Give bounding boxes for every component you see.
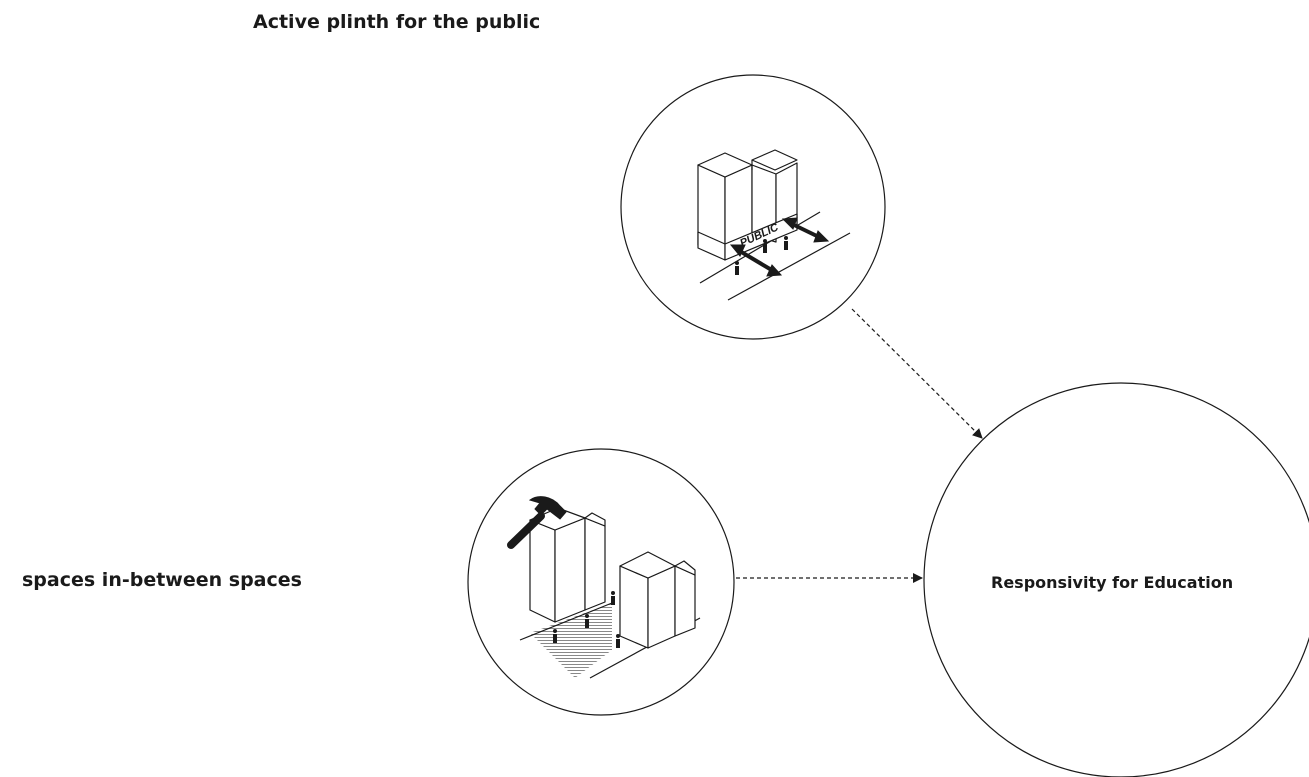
person-icon (553, 629, 557, 643)
building-annex-top (584, 512, 606, 527)
hammer-icon (507, 496, 567, 549)
education-circle (923, 382, 1309, 777)
street-line (727, 232, 851, 301)
person-icon (611, 591, 615, 605)
building-mid-top (751, 149, 798, 171)
person-icon (784, 236, 788, 250)
building-tower-front (529, 519, 556, 623)
street-line (519, 602, 613, 641)
double-arrow-icon (729, 244, 783, 277)
building-block-front (619, 565, 649, 649)
person-icon (585, 614, 589, 628)
building-annex-top (674, 560, 696, 576)
building-mid-front (751, 164, 777, 243)
street-line (699, 211, 821, 284)
person-icon (763, 239, 767, 253)
building-annex-side (674, 565, 696, 637)
education-label: Responsivity for Education (991, 573, 1234, 592)
active-plinth-label: Active plinth for the public (253, 11, 541, 33)
person-icon (616, 634, 620, 648)
double-arrow-icon (781, 217, 830, 243)
in-between-illustration (519, 507, 701, 679)
connector-plinth-to-education (851, 308, 983, 439)
building-block-side (647, 565, 676, 649)
building-tower-side (554, 517, 586, 623)
person-icon (735, 261, 739, 275)
building-annex-side (584, 517, 606, 611)
hatched-ground (530, 603, 612, 678)
in-between-label: spaces in-between spaces (22, 569, 302, 591)
